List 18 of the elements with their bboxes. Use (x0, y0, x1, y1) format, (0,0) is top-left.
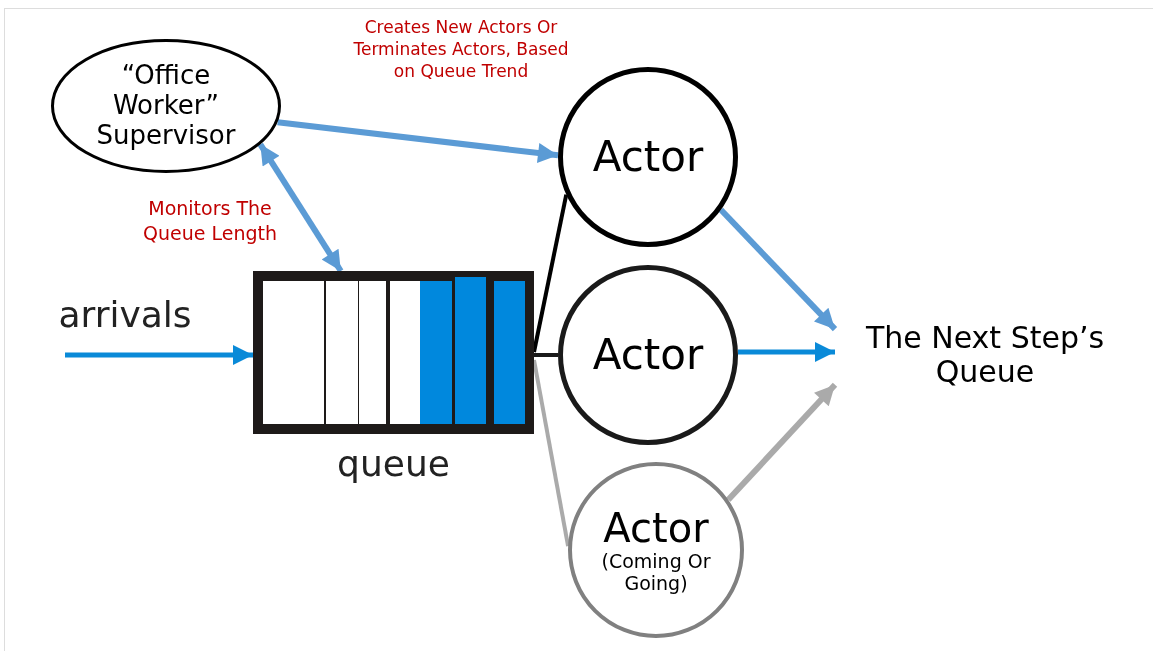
arrow (277, 119, 559, 163)
connector-line (534, 353, 558, 357)
arrow (718, 207, 838, 332)
node-title: Actor (591, 330, 705, 380)
queue-box (253, 271, 534, 434)
node-title: Actor (602, 505, 710, 552)
supervisor-ellipse (51, 39, 281, 173)
node-title: “Office Worker” Supervisor (95, 61, 237, 151)
actor-circle (558, 67, 738, 247)
arrow (726, 382, 838, 502)
node-note: (Coming Or Going) (601, 551, 711, 595)
node-title: Actor (591, 132, 705, 182)
actor-circle (568, 462, 744, 638)
arrow (257, 142, 344, 273)
arrow (65, 345, 253, 365)
queue-title: The Next Step’s Queue (864, 320, 1106, 390)
actor-circle (558, 265, 738, 445)
arrow (737, 342, 835, 362)
